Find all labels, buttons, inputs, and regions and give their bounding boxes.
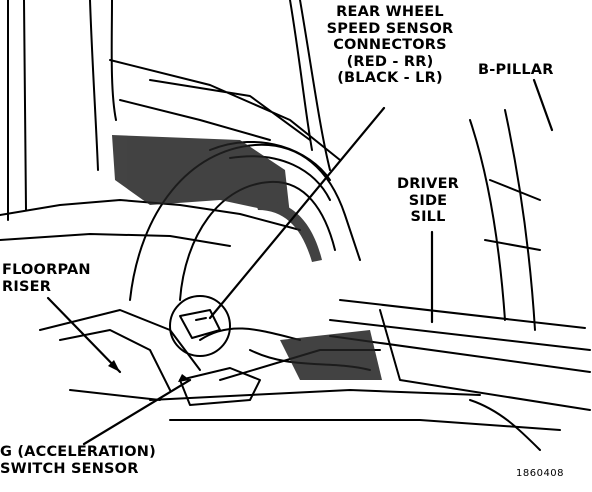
label-driver-side-sill: DRIVER SIDE SILL bbox=[388, 176, 468, 226]
label-line: SILL bbox=[410, 209, 446, 225]
arrow-g-sensor bbox=[178, 374, 190, 382]
b-pillar-shape bbox=[469, 109, 541, 331]
label-g-switch-sensor: G (ACCELERATION) SWITCH SENSOR bbox=[0, 444, 190, 477]
label-line: REAR WHEEL bbox=[336, 4, 444, 20]
label-line: SWITCH SENSOR bbox=[0, 460, 139, 477]
leader-g-sensor bbox=[82, 378, 192, 446]
label-line: SPEED SENSOR bbox=[326, 20, 454, 37]
label-line: (RED - RR) bbox=[346, 53, 434, 70]
shade-wheelhouse bbox=[112, 135, 290, 215]
label-b-pillar: B-PILLAR bbox=[478, 62, 578, 79]
driver-side-sill-shape bbox=[329, 299, 591, 373]
label-line: CONNECTORS bbox=[333, 37, 447, 53]
label-line: B-PILLAR bbox=[478, 62, 554, 78]
label-line: FLOORPAN bbox=[2, 262, 91, 278]
sill-edge bbox=[379, 309, 591, 411]
left-pillar bbox=[7, 0, 117, 221]
shade-arch-band bbox=[255, 199, 322, 262]
label-line: G (ACCELERATION) bbox=[0, 444, 156, 460]
shade-floor bbox=[280, 330, 382, 380]
floorpan-riser-shape bbox=[39, 309, 201, 401]
leader-rear-wheel-sensor bbox=[208, 106, 386, 320]
arrow-floorpan-riser bbox=[108, 360, 120, 372]
wheelhouse-outer-arch bbox=[129, 143, 361, 301]
leader-floorpan-riser bbox=[46, 296, 122, 374]
leader-b-pillar bbox=[532, 78, 554, 132]
label-floorpan-riser: FLOORPAN RISER bbox=[2, 262, 112, 295]
connectors-shape bbox=[179, 309, 221, 339]
label-line: RISER bbox=[2, 278, 52, 295]
upper-trim bbox=[109, 59, 341, 161]
quarter-trim bbox=[289, 0, 331, 171]
connector-detail-circle bbox=[169, 295, 231, 357]
label-rear-wheel-speed-sensor-connectors: REAR WHEEL SPEED SENSOR CONNECTORS (RED … bbox=[300, 4, 480, 87]
figure-id: 1860408 bbox=[516, 468, 565, 479]
g-sensor-bracket bbox=[179, 367, 261, 406]
label-line: SIDE bbox=[408, 192, 448, 209]
label-line: DRIVER bbox=[396, 176, 460, 192]
label-line: (BLACK - LR) bbox=[337, 70, 443, 86]
